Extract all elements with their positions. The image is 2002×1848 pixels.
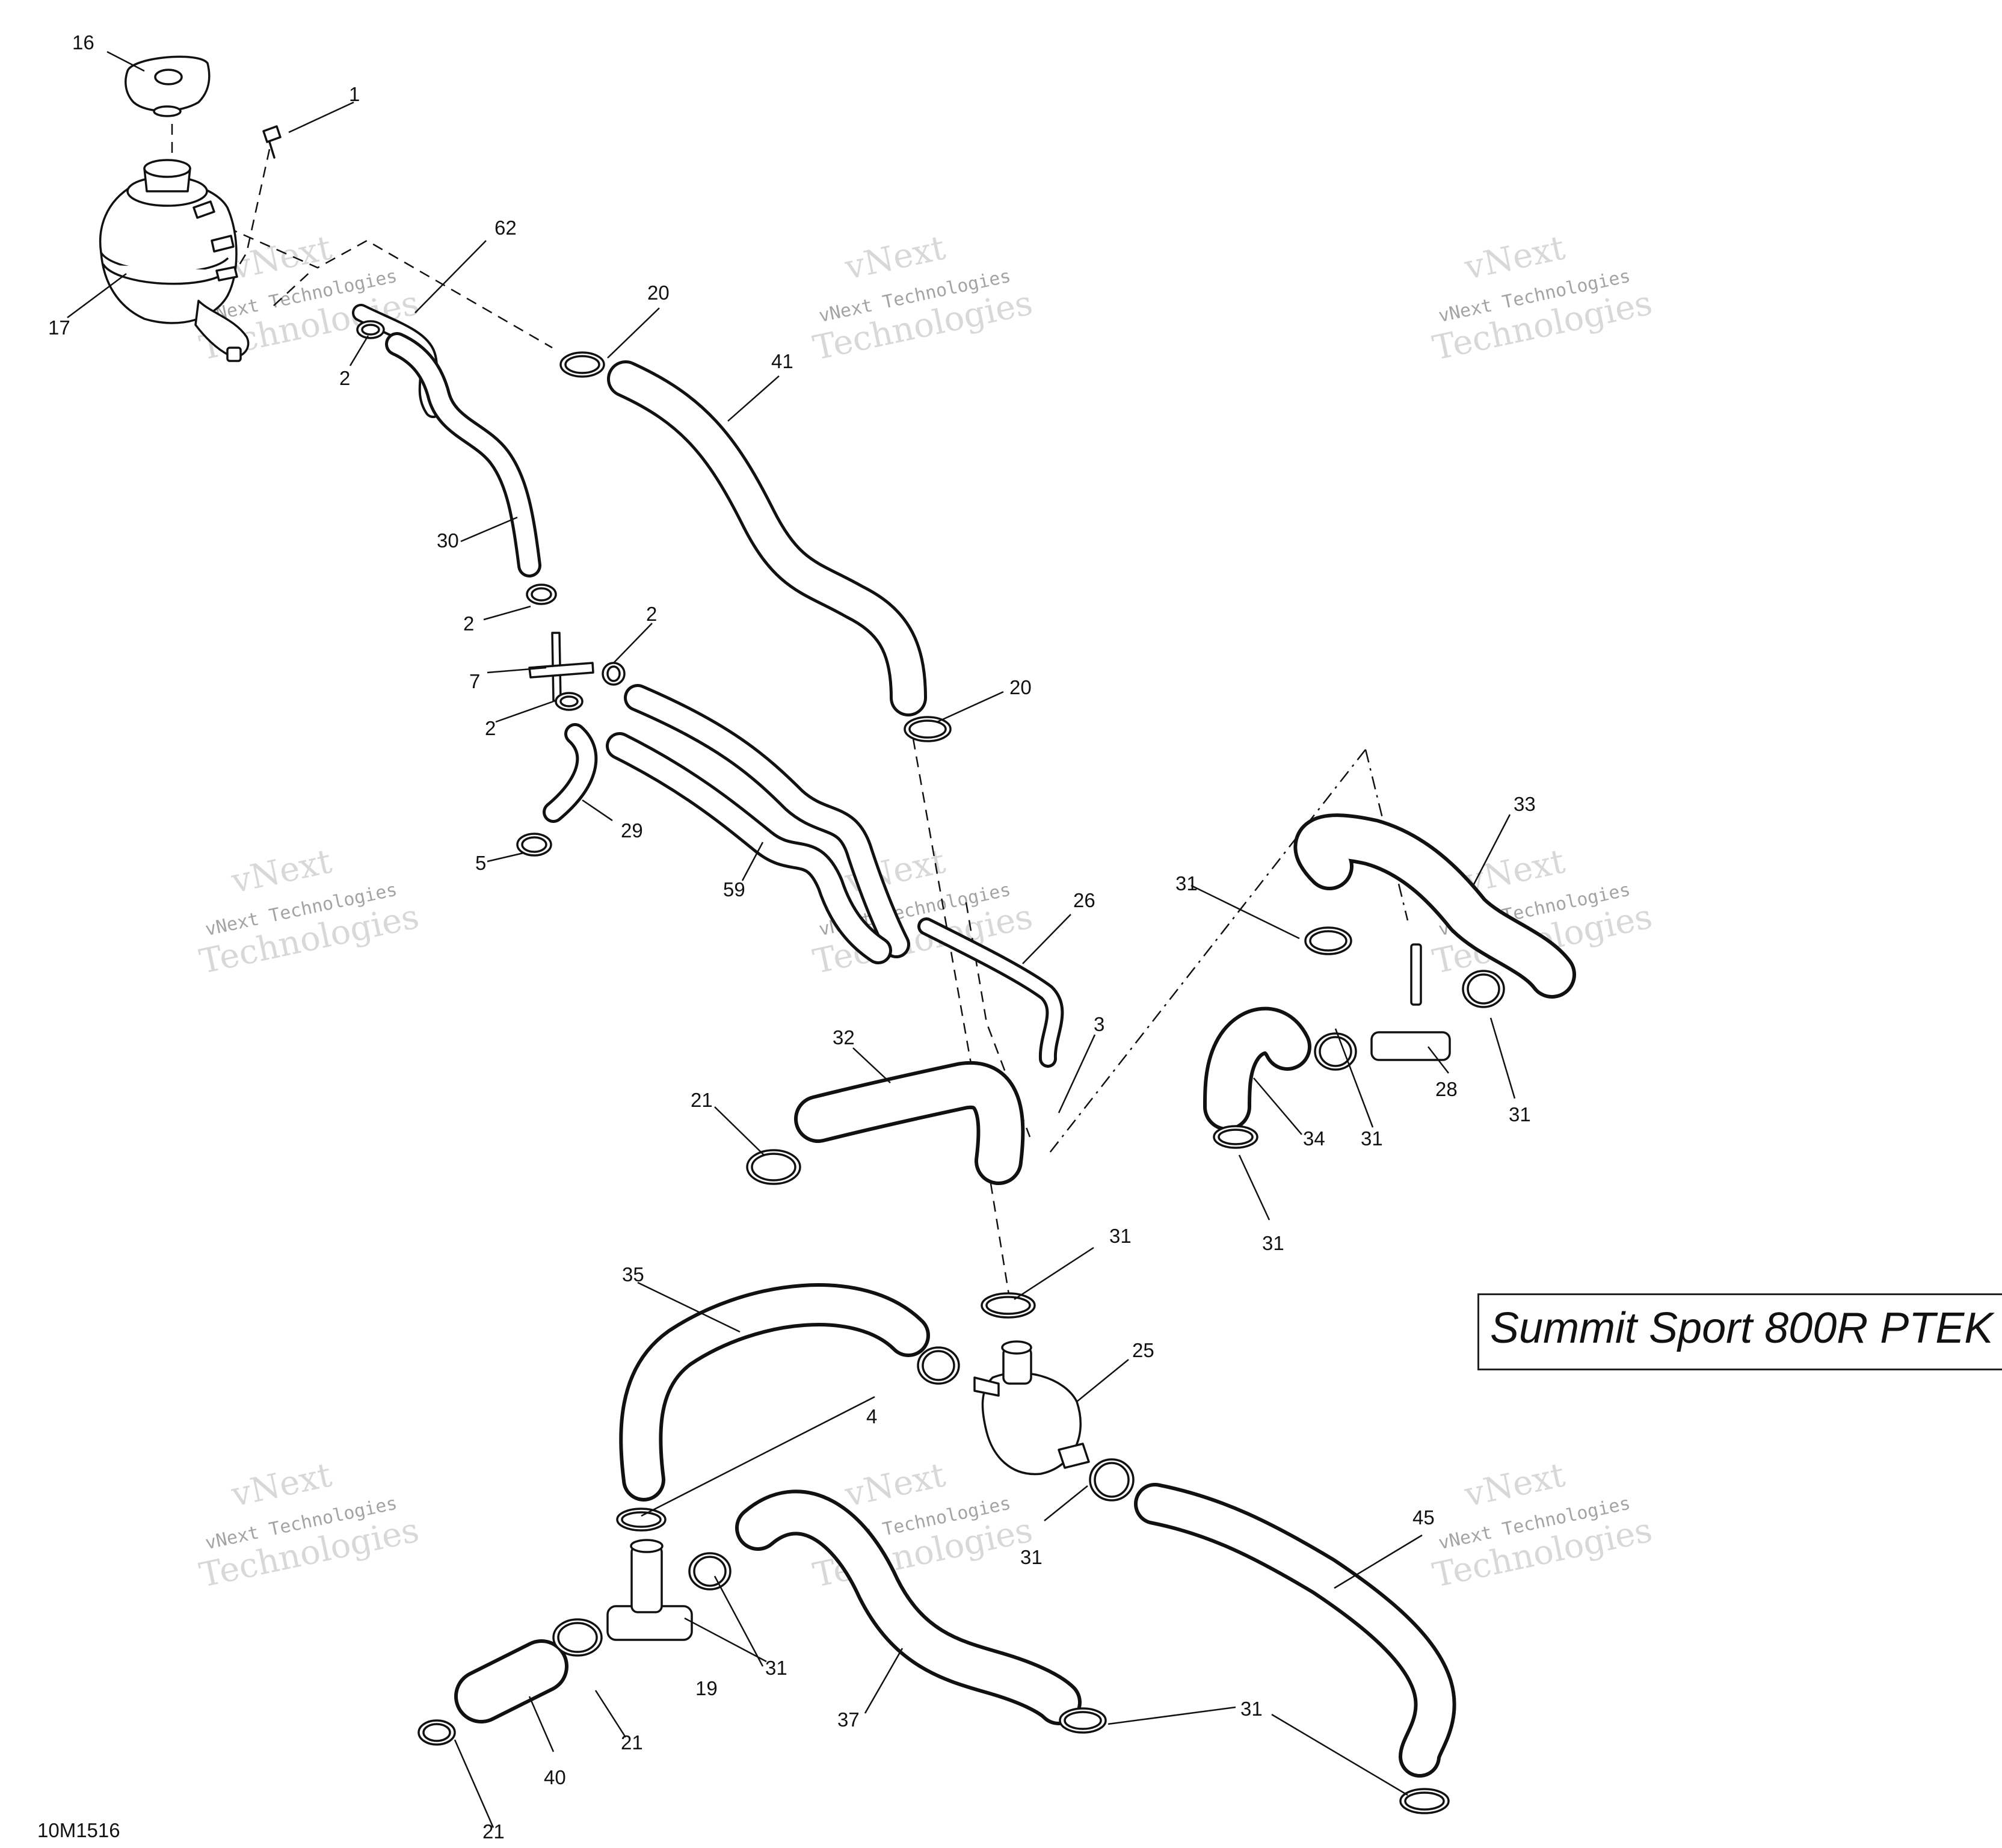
callout-31-b: 31	[1361, 1127, 1383, 1150]
callout-35: 35	[622, 1263, 644, 1286]
callout-59: 59	[723, 878, 745, 901]
clamp-inner-14	[621, 1511, 662, 1528]
callout-32: 32	[833, 1026, 855, 1049]
callout-21-b: 21	[621, 1731, 643, 1754]
hoses	[352, 304, 1576, 1778]
clamp-inner-20	[1404, 1791, 1445, 1811]
screw	[262, 125, 282, 159]
callout-30: 30	[437, 529, 459, 552]
watermark-line1: vNext	[1461, 228, 1568, 288]
callout-16: 16	[72, 31, 94, 54]
clamp-inner-10	[1218, 1129, 1254, 1145]
clamp-inner-9	[1467, 973, 1500, 1005]
callout-62: 62	[494, 217, 517, 239]
leader-lines	[67, 51, 1516, 1828]
callout-25: 25	[1132, 1339, 1154, 1361]
clamp-inner-5	[521, 836, 547, 853]
clamp-inner-19	[1064, 1711, 1102, 1730]
model-label: Summit Sport 800R PTEK	[1490, 1304, 1994, 1352]
clamp-inner-7	[1309, 930, 1348, 952]
callout-26: 26	[1073, 889, 1095, 911]
callout-21-c: 21	[482, 1820, 505, 1843]
clamp-inner-15	[1094, 1462, 1130, 1498]
callout-31-g: 31	[765, 1657, 787, 1679]
callout-5: 5	[475, 852, 486, 874]
clamp-inner-1	[564, 355, 600, 374]
clamp-inner-11	[751, 1153, 796, 1181]
callout-20-b: 20	[1009, 676, 1032, 698]
callout-31-a: 31	[1175, 872, 1198, 895]
clamp-inner-6	[908, 719, 947, 739]
callout-31-d: 31	[1262, 1232, 1284, 1254]
callout-2-b: 2	[463, 612, 474, 635]
reference-code: 10M1516	[37, 1819, 120, 1841]
callout-28: 28	[1435, 1078, 1458, 1100]
reservoir-cap	[125, 55, 211, 117]
fittings	[528, 632, 1451, 1641]
callout-3: 3	[1094, 1013, 1104, 1035]
callout-33: 33	[1514, 793, 1536, 815]
callout-numbers: 16 1 17 62 2 20 41 30 2 7 2 2 20 29 5 59…	[48, 31, 1536, 1843]
callout-37: 37	[837, 1708, 860, 1731]
callout-29: 29	[621, 819, 643, 842]
callout-31-c: 31	[1509, 1103, 1531, 1126]
hose-clamps	[356, 320, 1505, 1814]
callout-7: 7	[469, 670, 480, 692]
callout-4: 4	[866, 1405, 877, 1428]
clamp-inner-13	[922, 1350, 955, 1381]
model-label-box: Summit Sport 800R PTEK	[1477, 1293, 2002, 1370]
clamp-inner-2	[531, 587, 552, 602]
clamp-inner-3	[606, 665, 621, 682]
callout-45: 45	[1412, 1506, 1435, 1529]
callout-1: 1	[349, 83, 360, 105]
watermark-line1: vNext	[841, 228, 949, 288]
watermark-line1: vNext	[841, 1455, 949, 1515]
callout-2-d: 2	[485, 717, 496, 739]
callout-31-f: 31	[1020, 1546, 1043, 1568]
clamp-inner-8	[1319, 1036, 1352, 1067]
callout-34: 34	[1303, 1127, 1325, 1150]
callout-17: 17	[48, 316, 70, 339]
callout-31-h: 31	[1240, 1698, 1263, 1720]
coolant-reservoir	[99, 159, 250, 362]
clamp-inner-18	[422, 1723, 451, 1742]
callout-31-e: 31	[1109, 1225, 1132, 1247]
clamp-inner-12	[985, 1296, 1031, 1315]
watermark-line1: vNext	[1461, 1455, 1568, 1515]
watermark-line1: vNext	[227, 842, 335, 901]
callout-20-a: 20	[647, 282, 670, 304]
callout-41: 41	[771, 350, 793, 372]
watermark-line1: vNext	[227, 1455, 335, 1515]
callout-40: 40	[544, 1766, 566, 1788]
callout-21-a: 21	[691, 1089, 713, 1111]
clamp-inner-4	[559, 695, 579, 707]
clamp-inner-16	[693, 1556, 727, 1587]
clamp-inner-0	[361, 324, 380, 336]
clamp-inner-17	[557, 1622, 598, 1653]
callout-2-c: 2	[646, 603, 657, 625]
callout-2-a: 2	[339, 367, 350, 389]
callout-19: 19	[695, 1677, 718, 1699]
